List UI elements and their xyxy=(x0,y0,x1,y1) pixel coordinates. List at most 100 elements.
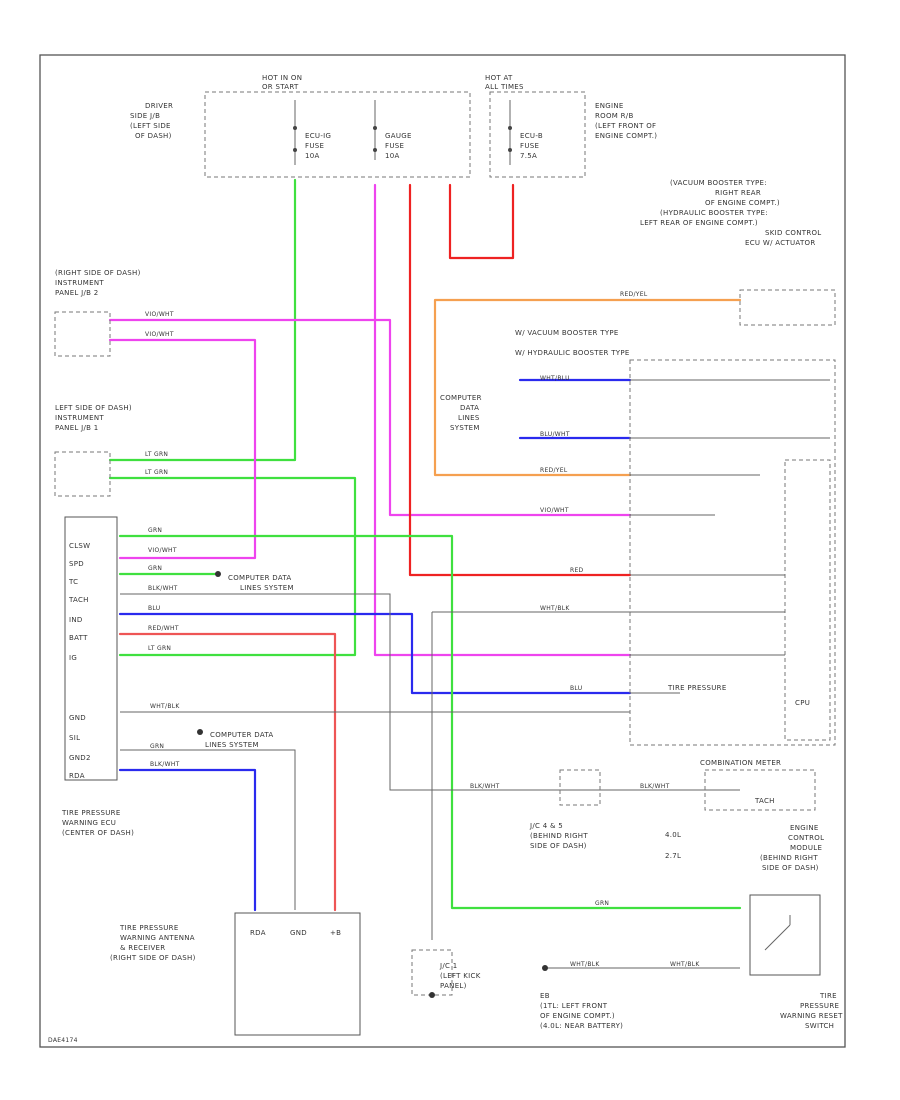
ecu-pin-spd: SPD xyxy=(69,560,84,568)
wire-label-grn-3: GRN xyxy=(150,743,164,750)
cdls-inline-2: LINES SYSTEM xyxy=(240,584,294,592)
wire-green-clsw xyxy=(118,534,742,910)
vacuum-label-7: ECU W/ ACTUATOR xyxy=(745,239,816,247)
tire-pressure-box-label: TIRE PRESSURE xyxy=(667,684,727,692)
vacuum-label-1: (VACUUM BOOSTER TYPE: xyxy=(670,179,767,187)
antenna-pin-b: +B xyxy=(330,929,341,937)
antenna-label-4: (RIGHT SIDE OF DASH) xyxy=(110,954,196,962)
figure-id: DAE4174 xyxy=(48,1037,78,1044)
wire-blkwht-tach xyxy=(120,593,740,791)
gauge-fuse-3: 10A xyxy=(385,152,400,160)
combination-meter-label: COMBINATION METER xyxy=(700,759,781,767)
hot-all-label: HOT AT xyxy=(485,74,513,82)
eb-ground-dot xyxy=(542,965,548,971)
wire-label-blkwht-4: BLK/WHT xyxy=(640,783,670,790)
ecu-label-2: WARNING ECU xyxy=(62,819,116,827)
ecu-pin-gnd2: GND2 xyxy=(69,754,91,762)
ecu-pin-ind: IND xyxy=(69,616,83,624)
wire-label-ltgrn-1: LT GRN xyxy=(145,451,168,458)
reset-switch-box xyxy=(749,894,821,976)
ecu-b-fuse-3: 7.5A xyxy=(520,152,537,160)
wire-magenta-spd xyxy=(108,318,632,517)
wire-red-1 xyxy=(408,183,632,577)
hydraulic-booster-box xyxy=(629,359,836,746)
engine-room-line-2: ROOM R/B xyxy=(595,112,634,120)
wire-redwht-batt xyxy=(118,632,337,912)
wire-label-ltgrn-2: LT GRN xyxy=(145,469,168,476)
wire-label-blu-wht-1: BLU/WHT xyxy=(540,431,570,438)
gauge-fuse-2: FUSE xyxy=(385,142,404,150)
engine-room-box xyxy=(489,91,586,178)
ecu-pin-labels: CLSW SPD TC TACH IND BATT IG GND SIL GND… xyxy=(68,542,91,780)
cdls-inline-4: LINES SYSTEM xyxy=(205,741,259,749)
hot-ign-label: HOT IN ON xyxy=(262,74,302,82)
wire-label-redyel-1: RED/YEL xyxy=(540,467,568,474)
engine-room-line-1: ENGINE xyxy=(595,102,624,110)
jc45-box xyxy=(559,769,601,806)
vacuum-label-3: OF ENGINE COMPT.) xyxy=(705,199,780,207)
reset-label-2: PRESSURE xyxy=(800,1002,839,1010)
wire-label-blkwht-2: BLK/WHT xyxy=(150,761,180,768)
hot-all-label-2: ALL TIMES xyxy=(485,83,524,91)
wire-green-ig-2 xyxy=(108,476,357,657)
ecu-pin-rda: RDA xyxy=(69,772,85,780)
driver-jb-box xyxy=(204,91,471,178)
jc45-label-2: (BEHIND RIGHT xyxy=(530,832,588,840)
wire-label-vioswht-3: VIO/WHT xyxy=(148,547,177,554)
ecu-pin-tach: TACH xyxy=(68,596,89,604)
reset-label-1: TIRE xyxy=(819,992,837,1000)
ground-label-3: OF ENGINE COMPT.) xyxy=(540,1012,615,1020)
engine-room-line-4: ENGINE COMPT.) xyxy=(595,132,657,140)
antenna-label-3: & RECEIVER xyxy=(120,944,165,952)
ecm-label-2: CONTROL xyxy=(788,834,824,842)
ground-label-2: (1TL: LEFT FRONT xyxy=(540,1002,608,1010)
left-dash-ip1-line-3: PANEL J/B 1 xyxy=(55,424,99,432)
vacuum-label-6: SKID CONTROL xyxy=(765,229,822,237)
ecu-pin-ig: IG xyxy=(69,654,77,662)
ecu-pin-tc: TC xyxy=(68,578,78,586)
right-dash-ip2-line-3: PANEL J/B 2 xyxy=(55,289,99,297)
antenna-label-2: WARNING ANTENNA xyxy=(120,934,195,942)
wire-orange xyxy=(433,298,742,477)
cdls-dot-2 xyxy=(197,729,203,735)
reset-label-3: WARNING RESET xyxy=(780,1012,843,1020)
vacuum-label-5: LEFT REAR OF ENGINE COMPT.) xyxy=(640,219,758,227)
right-dash-ip2-line-2: INSTRUMENT xyxy=(55,279,104,287)
wire-label-red-1: RED xyxy=(570,567,584,574)
fuse-dot-6 xyxy=(508,148,512,152)
wire-green-ig xyxy=(108,178,297,462)
ecu-pin-sil: SIL xyxy=(69,734,80,742)
ecu-label-3: (CENTER OF DASH) xyxy=(62,829,134,837)
ground-label-4: (4.0L: NEAR BATTERY) xyxy=(540,1022,623,1030)
engine-room-line-3: (LEFT FRONT OF xyxy=(595,122,656,130)
antenna-receiver-box xyxy=(234,912,361,1036)
wire-label-grn-2: GRN xyxy=(148,565,162,572)
cdls-dot-1 xyxy=(215,571,221,577)
booster-type-1: W/ VACUUM BOOSTER TYPE xyxy=(515,329,619,337)
left-dash-ip1-line-2: INSTRUMENT xyxy=(55,414,104,422)
wire-label-blu-1: BLU xyxy=(148,605,160,612)
wire-blue-rda xyxy=(118,768,257,912)
vacuum-label-4: (HYDRAULIC BOOSTER TYPE: xyxy=(660,209,768,217)
cpu-internal-lines xyxy=(630,379,830,694)
wire-label-ltgrn-3: LT GRN xyxy=(148,645,171,652)
antenna-pin-rda: RDA xyxy=(250,929,266,937)
tire-pressure-ecu-box xyxy=(64,516,118,781)
ecm-variant-1: 4.0L xyxy=(665,831,681,839)
cdls-inline-3: COMPUTER DATA xyxy=(210,731,274,739)
diagram-frame xyxy=(39,54,846,1048)
gauge-fuse-1: GAUGE xyxy=(385,132,412,140)
fuse-dot-3 xyxy=(373,126,377,130)
wire-red-2 xyxy=(448,183,515,260)
cdls-label-2: DATA xyxy=(460,404,479,412)
wire-label-whtblk-2: WHT/BLK xyxy=(540,605,570,612)
wire-label-blu-2: BLU xyxy=(570,685,582,692)
combination-meter-box xyxy=(704,769,816,811)
fuse-dot-4 xyxy=(373,148,377,152)
vacuum-label-2: RIGHT REAR xyxy=(715,189,761,197)
right-dash-ip2-box xyxy=(54,311,111,357)
ecm-variant-2: 2.7L xyxy=(665,852,681,860)
antenna-label-1: TIRE PRESSURE xyxy=(119,924,179,932)
tach-label: TACH xyxy=(754,797,775,805)
